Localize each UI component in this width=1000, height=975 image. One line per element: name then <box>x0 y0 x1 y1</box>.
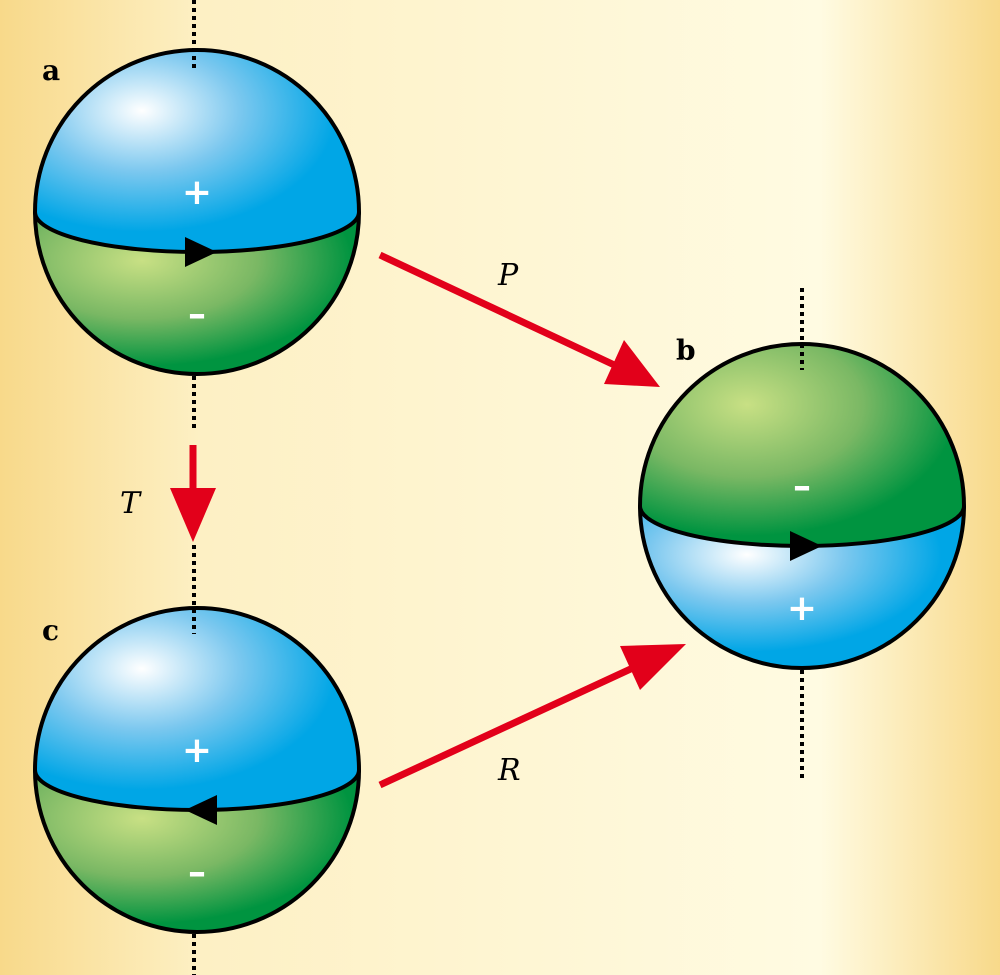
label-a: a <box>42 54 60 87</box>
sphere-c: +– <box>33 606 361 934</box>
sphere-b: –+ <box>638 342 966 670</box>
sphere-a-outline <box>33 48 361 376</box>
sphere-c-lower-hemisphere <box>35 770 359 932</box>
sphere-c-upper-hemisphere <box>35 608 359 810</box>
operation-p: P <box>497 258 519 293</box>
arrow-p-shaft <box>378 251 627 374</box>
arrow-r-head <box>620 644 686 690</box>
sphere-b-lower-hemisphere <box>640 506 964 668</box>
rotation-arrow-left-icon <box>185 795 217 825</box>
sphere-a-top-sign: + <box>182 172 212 213</box>
label-c: c <box>42 614 59 647</box>
sphere-c-bottom-sign: – <box>188 852 206 893</box>
sphere-a-upper-hemisphere <box>35 50 359 252</box>
sphere-c-outline <box>33 606 361 934</box>
sphere-b-bottom-sign: + <box>787 588 817 629</box>
rotation-axes <box>192 0 804 975</box>
sphere-a: +– <box>33 48 361 376</box>
rotation-arrow-right-icon <box>185 237 217 267</box>
arrow-t-head <box>170 488 216 542</box>
sphere-c-top-sign: + <box>182 730 212 771</box>
operation-t: T <box>120 486 142 521</box>
sphere-a-bottom-sign: – <box>188 294 206 335</box>
sphere-b-upper-hemisphere <box>640 344 964 546</box>
label-b: b <box>676 334 696 367</box>
operation-arrows <box>170 251 686 789</box>
sphere-b-top-sign: – <box>793 466 811 507</box>
sphere-a-lower-hemisphere <box>35 212 359 374</box>
arrow-p-head <box>604 340 660 387</box>
arrow-r-shaft <box>378 656 652 789</box>
rotation-arrow-right-icon <box>790 531 822 561</box>
operation-r: R <box>497 753 521 788</box>
